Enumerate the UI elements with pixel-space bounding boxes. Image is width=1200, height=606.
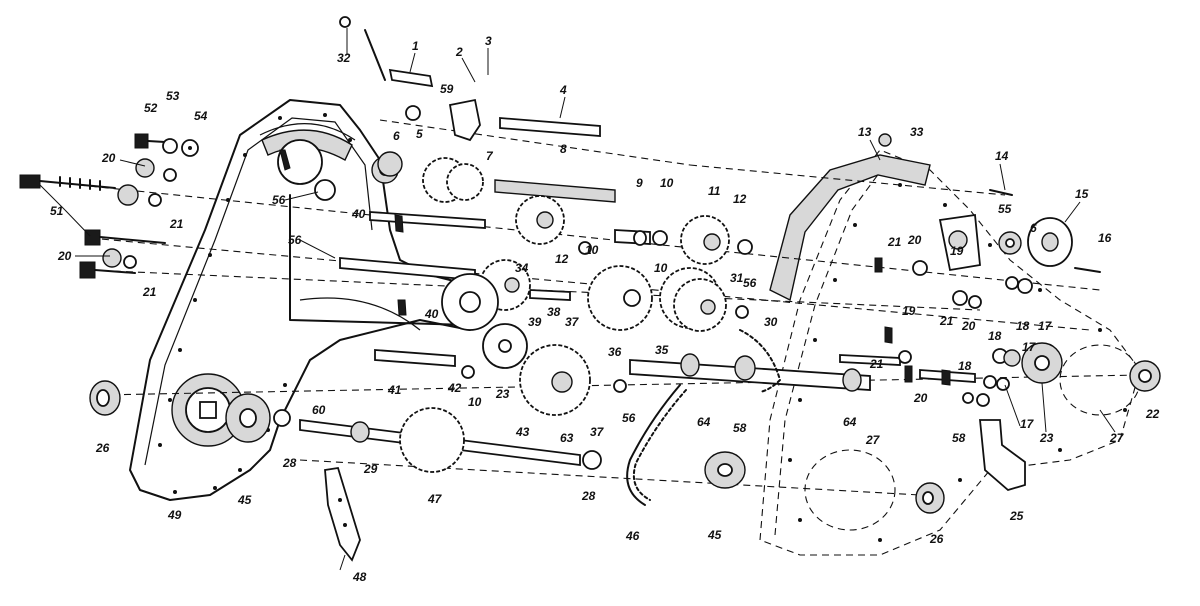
part-label-2: 2 [455, 45, 463, 59]
part-label-54: 54 [194, 109, 208, 123]
part-label-53: 53 [166, 89, 180, 103]
part-number-labels: 32 1 2 3 59 4 52 53 54 5 6 7 8 20 56 51 … [50, 34, 1160, 584]
part-label-29: 29 [363, 462, 378, 476]
part-label-46: 46 [625, 529, 640, 543]
part-label-52: 52 [144, 101, 158, 115]
part-label-10: 10 [585, 243, 599, 257]
part-label-20: 20 [101, 151, 116, 165]
part-label-51: 51 [50, 204, 64, 218]
part-label-40: 40 [351, 207, 366, 221]
part-label-19: 19 [950, 244, 964, 258]
left-housing [129, 99, 491, 501]
part-label-6: 6 [393, 129, 400, 143]
part-label-31: 31 [730, 271, 744, 285]
part-label-26: 26 [95, 441, 110, 455]
part-label-38: 38 [547, 305, 561, 319]
part-label-21: 21 [887, 235, 902, 249]
part-label-5: 5 [416, 127, 423, 141]
label-leader-lines [39, 28, 1116, 571]
part-label-11: 11 [708, 184, 721, 198]
part-label-64: 64 [697, 415, 711, 429]
part-label-27: 27 [865, 433, 881, 447]
part-label-56: 56 [622, 411, 636, 425]
part-label-20: 20 [961, 319, 976, 333]
part-label-42: 42 [447, 381, 462, 395]
part-label-7: 7 [486, 149, 494, 163]
part-label-18: 18 [988, 329, 1002, 343]
part-label-34: 34 [515, 261, 529, 275]
part-label-56: 56 [288, 233, 302, 247]
part-label-21: 21 [939, 314, 954, 328]
part-label-1: 1 [412, 39, 419, 53]
part-label-18: 18 [1016, 319, 1030, 333]
part-label-28: 28 [282, 456, 297, 470]
part-label-56: 56 [272, 193, 286, 207]
part-label-23: 23 [495, 387, 510, 401]
part-label-43: 43 [515, 425, 530, 439]
part-label-23: 23 [1039, 431, 1054, 445]
part-label-13: 13 [858, 125, 872, 139]
part-label-33: 33 [910, 125, 924, 139]
nuts-and-washers [102, 16, 1033, 470]
part-label-39: 39 [528, 315, 542, 329]
part-label-45: 45 [237, 493, 252, 507]
part-label-49: 49 [167, 508, 182, 522]
part-label-8: 8 [560, 142, 567, 156]
part-label-12: 12 [555, 252, 569, 266]
part-label-3: 3 [485, 34, 492, 48]
hubs-and-bearings [89, 213, 1161, 514]
part-label-17: 17 [1020, 417, 1035, 431]
right-housing [759, 149, 1141, 556]
part-label-32: 32 [337, 51, 351, 65]
part-label-56: 56 [743, 276, 757, 290]
part-label-12: 12 [733, 192, 747, 206]
part-label-21: 21 [142, 285, 157, 299]
part-label-10: 10 [654, 261, 668, 275]
part-label-47: 47 [427, 492, 443, 506]
part-label-21: 21 [169, 217, 184, 231]
part-label-22: 58 [952, 431, 966, 445]
part-label-59: 59 [440, 82, 454, 96]
part-label-30: 30 [764, 315, 778, 329]
part-label-14: 14 [995, 149, 1009, 163]
part-label-48: 48 [352, 570, 367, 584]
part-label-21: 21 [869, 357, 884, 371]
part-label-10: 10 [468, 395, 482, 409]
part-label-37: 37 [565, 315, 580, 329]
part-label-24: 27 [1109, 431, 1125, 445]
part-label-63: 63 [560, 431, 574, 445]
part-label-16: 16 [1098, 231, 1112, 245]
part-label-25: 25 [1009, 509, 1024, 523]
part-label-4: 4 [559, 83, 567, 97]
part-label-58: 58 [733, 421, 747, 435]
part-label-9: 9 [636, 176, 643, 190]
part-label-19: 19 [902, 304, 916, 318]
part-label-26: 26 [929, 532, 944, 546]
part-label-37: 37 [590, 425, 605, 439]
part-label-20: 20 [57, 249, 72, 263]
brackets [279, 98, 1026, 562]
part-label-57: 22 [1145, 407, 1160, 421]
part-label-28: 28 [581, 489, 596, 503]
gears [377, 151, 730, 473]
part-label-36: 36 [608, 345, 622, 359]
bolts [19, 29, 1101, 279]
part-label-45: 45 [707, 528, 722, 542]
part-label-6: 6 [1030, 221, 1037, 235]
part-label-18: 18 [958, 359, 972, 373]
part-label-20: 20 [913, 391, 928, 405]
part-label-17: 17 [1022, 340, 1037, 354]
part-label-20: 20 [907, 233, 922, 247]
part-label-10: 10 [660, 176, 674, 190]
part-label-64: 64 [843, 415, 857, 429]
part-label-60: 60 [312, 403, 326, 417]
part-label-17: 17 [1038, 319, 1053, 333]
part-label-40: 40 [424, 307, 439, 321]
drive-chain [626, 329, 781, 506]
part-label-35: 35 [655, 343, 669, 357]
part-label-41: 41 [387, 383, 402, 397]
part-label-55: 55 [998, 202, 1012, 216]
part-label-15: 15 [1075, 187, 1089, 201]
